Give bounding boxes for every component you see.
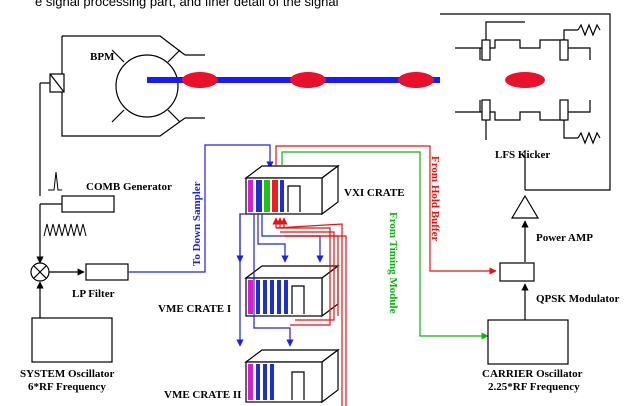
bunch-3 <box>398 72 434 88</box>
carrier-osc-label-1: CARRIER Oscillator <box>482 368 583 380</box>
to-down-sampler-line <box>128 144 274 273</box>
from-hold-buffer-label: From Hold Buffer <box>429 156 441 241</box>
red-bus <box>272 217 347 406</box>
vme-crate-2 <box>244 348 340 404</box>
carrier-oscillator-box <box>487 319 569 365</box>
comb-generator-label: COMB Generator <box>86 181 172 193</box>
lp-filter-box <box>85 263 129 281</box>
comb-generator-box <box>61 195 115 213</box>
system-osc-label-2: 6*RF Frequency <box>28 381 106 393</box>
lp-filter-label: LP Filter <box>72 288 115 300</box>
system-oscillator-box <box>31 317 113 363</box>
lfs-kicker <box>440 13 611 191</box>
bunch-2 <box>290 72 326 88</box>
vme-crate-1-label: VME CRATE I <box>158 303 231 315</box>
pulse-train-icon <box>43 223 87 237</box>
caption-fragment: e signal processing part, and finer deta… <box>35 0 339 9</box>
vme-interconnect-blue <box>236 213 324 347</box>
pulse-icon <box>48 171 62 191</box>
power-amp-triangle <box>510 194 540 219</box>
vxi-crate-label: VXI CRATE <box>344 187 405 199</box>
bunch-1 <box>182 72 218 88</box>
hold-buffer-line <box>275 145 497 275</box>
qpsk-modulator-label: QPSK Modulator <box>536 293 620 305</box>
carrier-osc-label-2: 2.25*RF Frequency <box>488 381 580 393</box>
qpsk-modulator-box <box>499 262 535 282</box>
beam-pipe-circle <box>115 54 179 118</box>
timing-module-line <box>281 151 489 340</box>
from-timing-module-label: From Timing Module <box>387 212 399 314</box>
lfs-kicker-label: LFS Kicker <box>495 149 550 161</box>
power-amp-label: Power AMP <box>536 232 593 244</box>
vme-crate-1 <box>244 264 340 318</box>
system-osc-label-1: SYSTEM Oscillator <box>20 368 115 380</box>
bunch-4 <box>505 72 545 88</box>
bpm-label: BPM <box>90 51 115 63</box>
to-down-sampler-label: To Down Sampler <box>191 181 203 266</box>
vxi-crate <box>244 164 340 216</box>
vme-crate-2-label: VME CRATE II <box>164 389 241 401</box>
bpm-assembly <box>39 35 205 190</box>
